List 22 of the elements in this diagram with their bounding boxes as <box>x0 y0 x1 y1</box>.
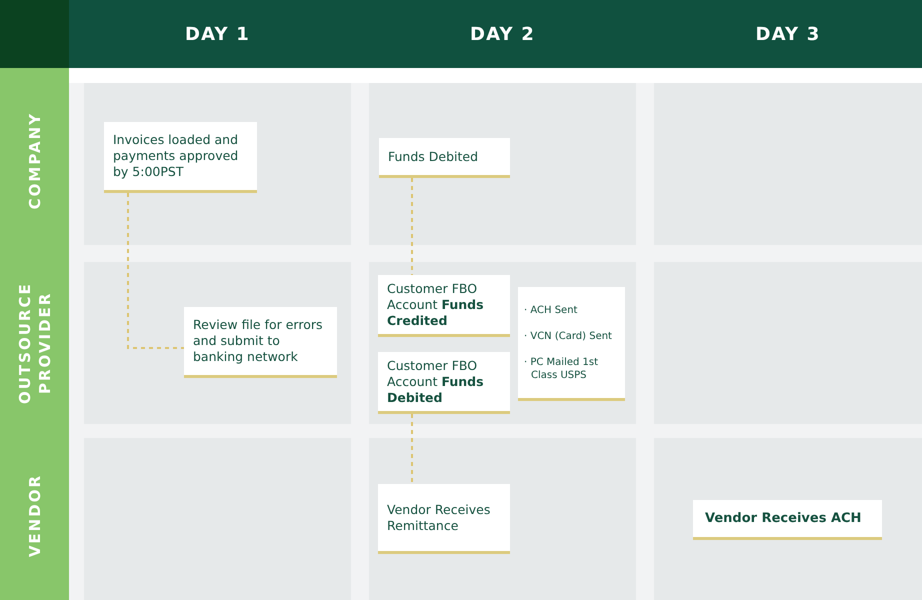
column-header: DAY 1 <box>69 0 360 68</box>
step-card: Vendor Receives Remittance <box>378 484 510 554</box>
list-item: · ACH Sent <box>524 304 578 316</box>
step-card: Review file for errors and submit to banking network <box>184 307 337 378</box>
step-card: Customer FBO Account Funds Credited <box>378 275 510 337</box>
lane-label: COMPANY <box>24 112 44 210</box>
list-item: · PC Mailed 1st Class USPS <box>524 356 600 382</box>
swimlane <box>0 431 922 600</box>
step-card: Invoices loaded and payments approved by 5:00PST <box>104 122 257 193</box>
connector-line <box>411 178 413 275</box>
lane-label: OUTSOURCE PROVIDER <box>14 280 54 406</box>
note-card <box>518 287 625 401</box>
connector-line <box>411 414 413 484</box>
column-header: DAY 3 <box>645 0 922 68</box>
step-card: Vendor Receives ACH <box>693 500 882 540</box>
lane-label: VENDOR <box>24 474 44 558</box>
list-item: · VCN (Card) Sent <box>524 330 613 342</box>
swimlane <box>0 68 922 254</box>
step-card: Customer FBO Account Funds Debited <box>378 352 510 414</box>
step-card: Funds Debited <box>379 138 510 178</box>
connector-line <box>127 193 184 349</box>
column-header: DAY 2 <box>360 0 645 68</box>
